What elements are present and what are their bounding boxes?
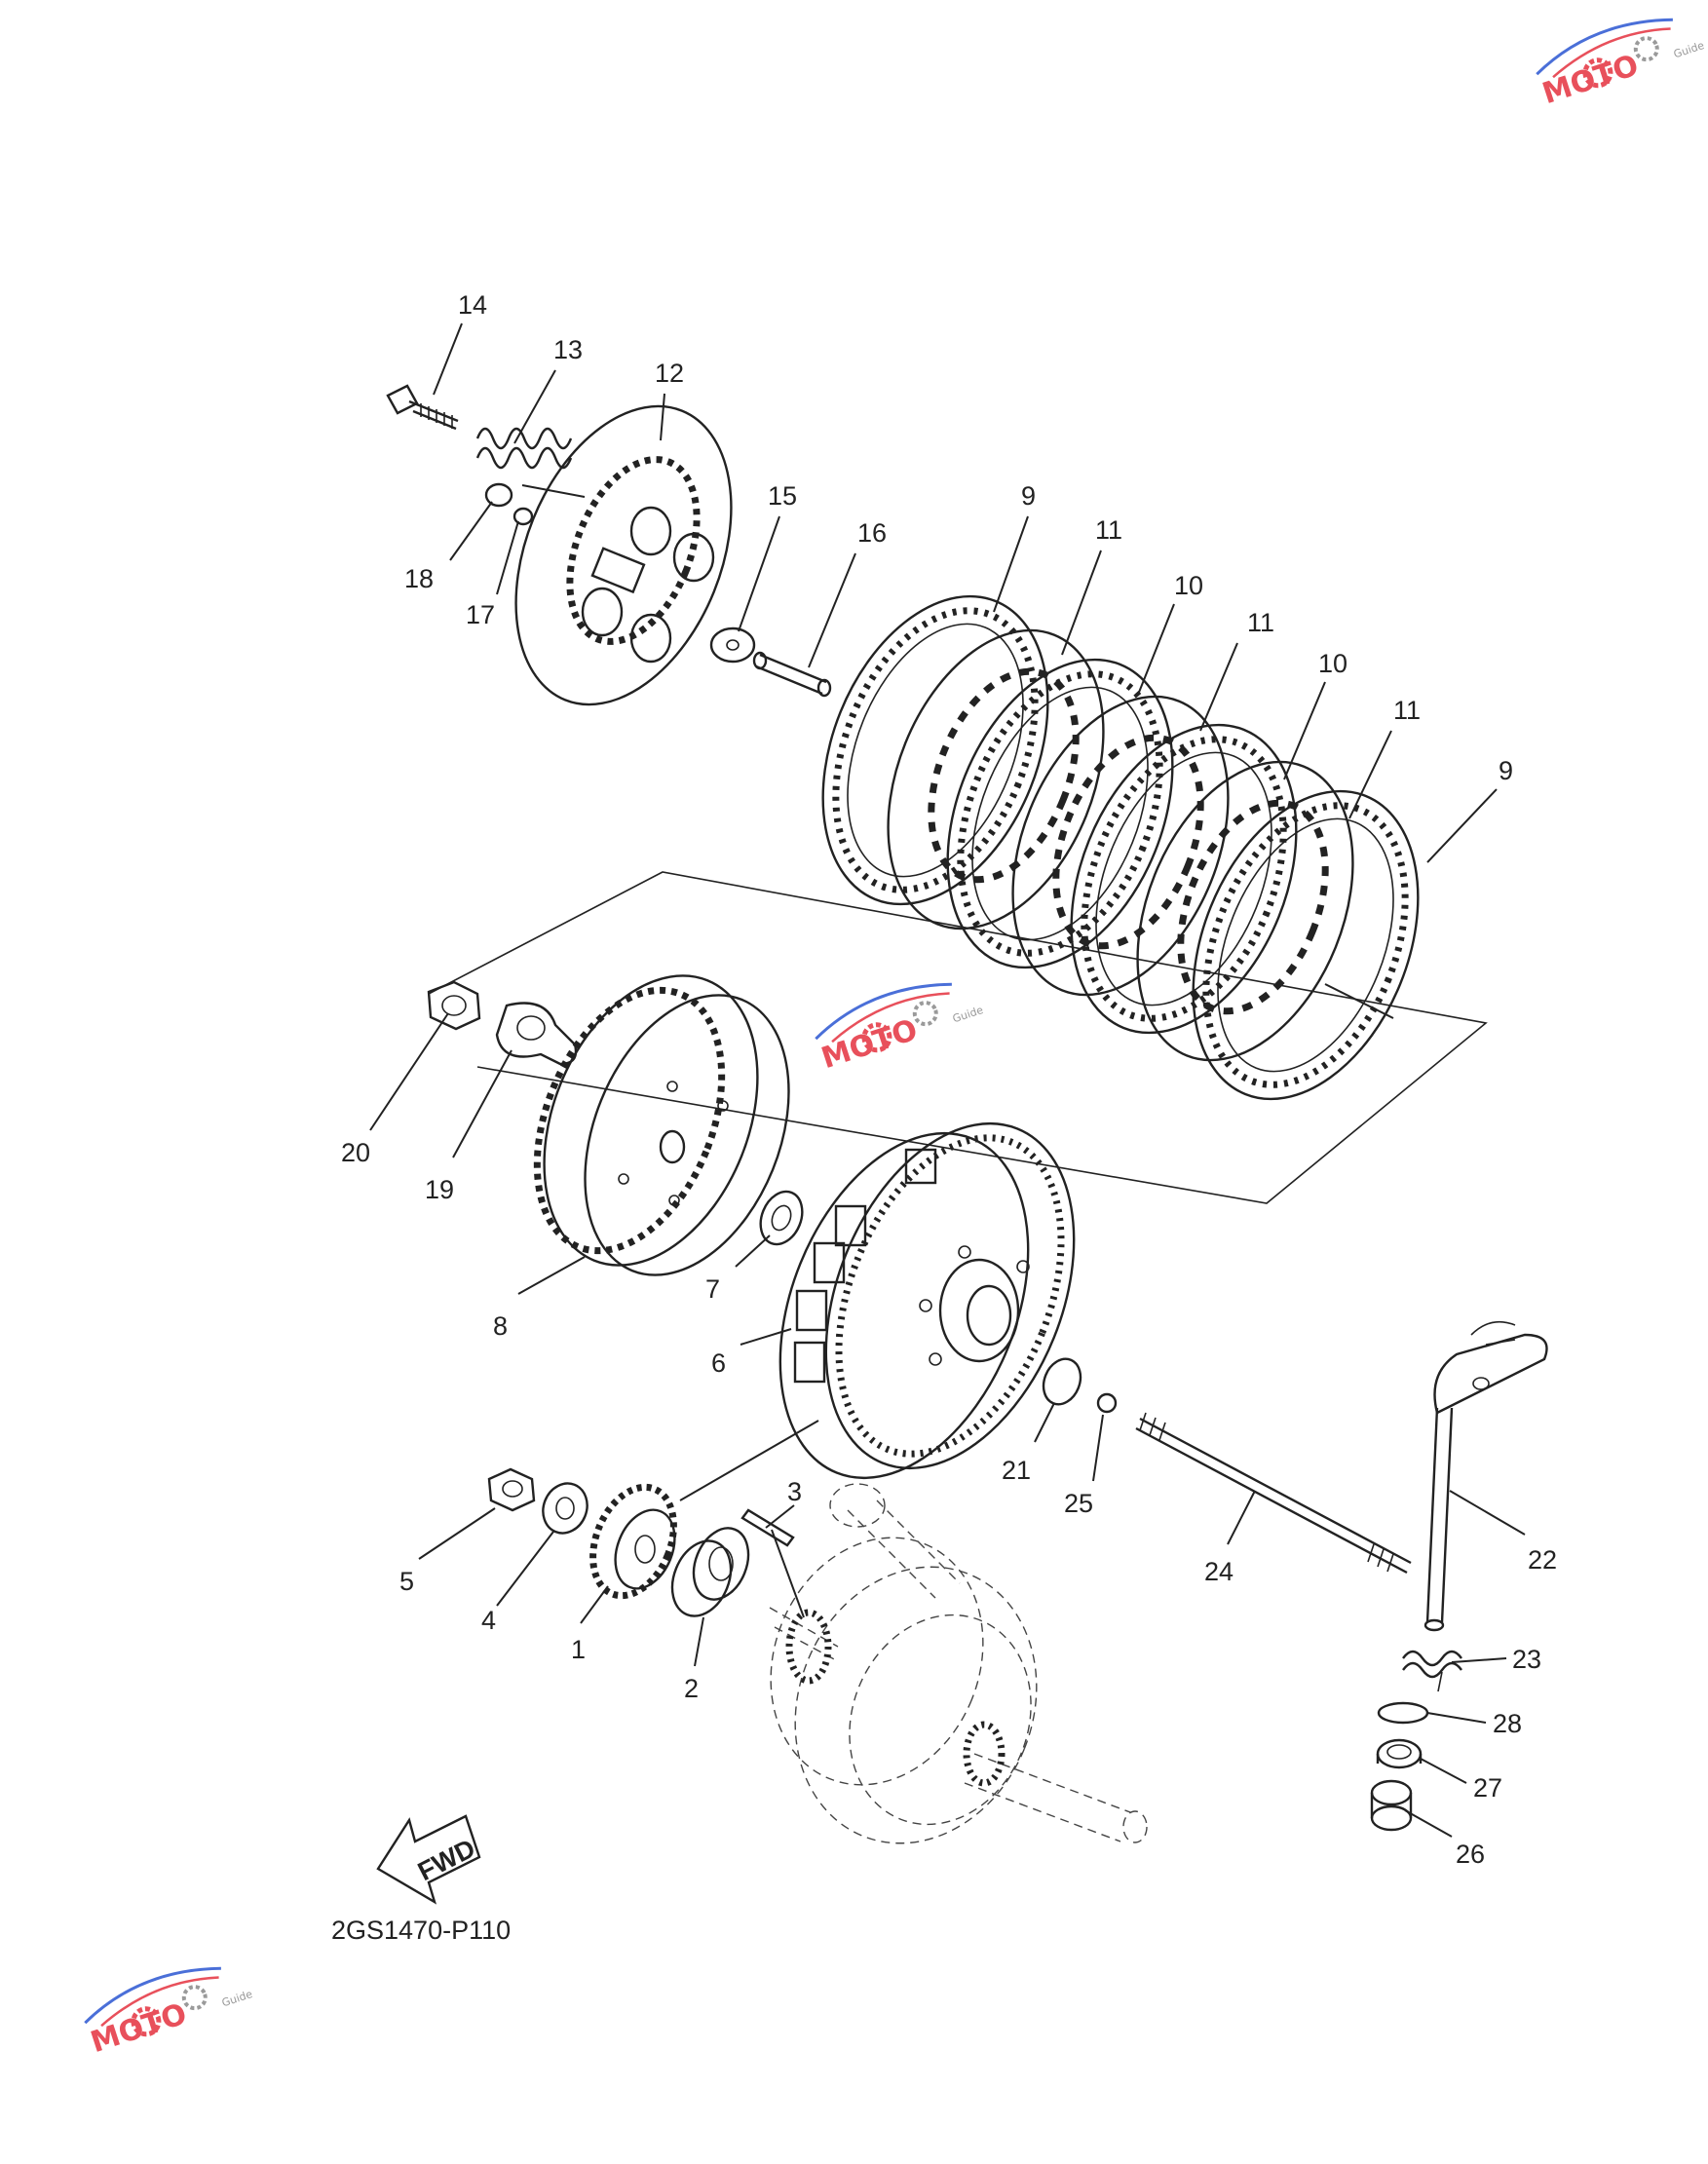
callout-17: 17 (466, 600, 495, 629)
part-1-primary-drive-gear (589, 1483, 677, 1600)
callout-11-c: 11 (1393, 696, 1421, 725)
callout-12: 12 (655, 359, 684, 388)
callout-14: 14 (458, 290, 487, 320)
part-6-clutch-housing (778, 1121, 1076, 1480)
crankshaft-reference (769, 1483, 1148, 1844)
callout-20: 20 (341, 1138, 370, 1167)
watermark-center: MOTO Guide (810, 968, 985, 1076)
part-4-washer (542, 1482, 588, 1535)
callout-labels: 14 13 12 18 17 15 16 9 11 10 11 10 11 9 … (341, 290, 1557, 1869)
clutch-plate-stack (821, 594, 1420, 1101)
watermark-bottom-left: MOTO Guide (79, 1952, 254, 2060)
part-22-clutch-lever-shaft (1423, 1320, 1548, 1632)
assembly-frame (428, 871, 1488, 1204)
callout-2: 2 (684, 1674, 699, 1703)
part-24-push-rod-long (1135, 1412, 1412, 1575)
watermark-sub: Guide (220, 1988, 254, 2009)
watermark-top-right: MOTO Guide (1531, 3, 1706, 111)
part-8-clutch-boss (533, 974, 790, 1276)
callout-26: 26 (1456, 1840, 1485, 1869)
callout-16: 16 (857, 518, 887, 548)
fwd-arrow-icon: FWD (376, 1814, 481, 1905)
part-18-nut (484, 482, 513, 508)
callout-23: 23 (1512, 1645, 1541, 1674)
callout-21: 21 (1002, 1456, 1031, 1485)
callout-27: 27 (1473, 1773, 1502, 1803)
part-11-steel-plate-2 (1011, 695, 1230, 997)
callout-18: 18 (404, 564, 434, 593)
part-27-oil-seal (1376, 1738, 1423, 1769)
part-20-nut (427, 980, 481, 1031)
callout-25: 25 (1064, 1489, 1093, 1518)
callout-13: 13 (553, 335, 583, 364)
callout-15: 15 (768, 481, 797, 511)
part-13-spring (475, 427, 573, 470)
part-17-washer (512, 507, 534, 526)
callout-22: 22 (1528, 1545, 1557, 1575)
part-12-pressure-plate (514, 404, 733, 706)
part-23-spring (1402, 1650, 1462, 1692)
part-9-friction-plate-back (821, 594, 1049, 906)
leader-lines (369, 323, 1526, 1838)
part-15-washer (709, 626, 756, 664)
part-7-thrust-washer (759, 1190, 804, 1246)
callout-8: 8 (493, 1311, 508, 1341)
part-3-key (740, 1508, 795, 1547)
callout-5: 5 (399, 1567, 414, 1596)
callout-9-front: 9 (1499, 756, 1513, 785)
part-14-bolt (386, 384, 459, 431)
callout-11-b: 11 (1247, 608, 1274, 637)
watermark-sub: Guide (951, 1004, 985, 1025)
callout-3: 3 (787, 1477, 802, 1506)
watermark-sub: Guide (1672, 39, 1706, 60)
callout-24: 24 (1204, 1557, 1234, 1586)
callout-28: 28 (1493, 1709, 1522, 1738)
part-21-o-ring (1042, 1357, 1082, 1406)
part-10-friction-plate-2 (1070, 723, 1298, 1035)
part-10-friction-plate-1 (946, 658, 1174, 969)
callout-6: 6 (711, 1348, 726, 1378)
part-11-steel-plate-3 (1136, 760, 1354, 1062)
callout-10-b: 10 (1318, 649, 1347, 678)
part-9-friction-plate-front (1192, 789, 1420, 1101)
callout-1: 1 (571, 1635, 586, 1664)
callout-10-a: 10 (1174, 571, 1203, 600)
callout-7: 7 (705, 1274, 720, 1304)
callout-19: 19 (425, 1175, 454, 1204)
part-5-nut (487, 1467, 536, 1512)
part-28-circlip (1377, 1701, 1429, 1725)
part-26-bearing (1370, 1779, 1413, 1832)
diagram-code: 2GS1470-P110 (331, 1916, 511, 1945)
fwd-label: FWD (413, 1834, 479, 1887)
callout-11-a: 11 (1095, 515, 1122, 545)
part-16-push-rod (752, 651, 832, 698)
callout-4: 4 (481, 1606, 496, 1635)
part-2-bearing (670, 1527, 750, 1617)
callout-9-back: 9 (1021, 481, 1036, 511)
part-25-ball (1096, 1392, 1118, 1414)
